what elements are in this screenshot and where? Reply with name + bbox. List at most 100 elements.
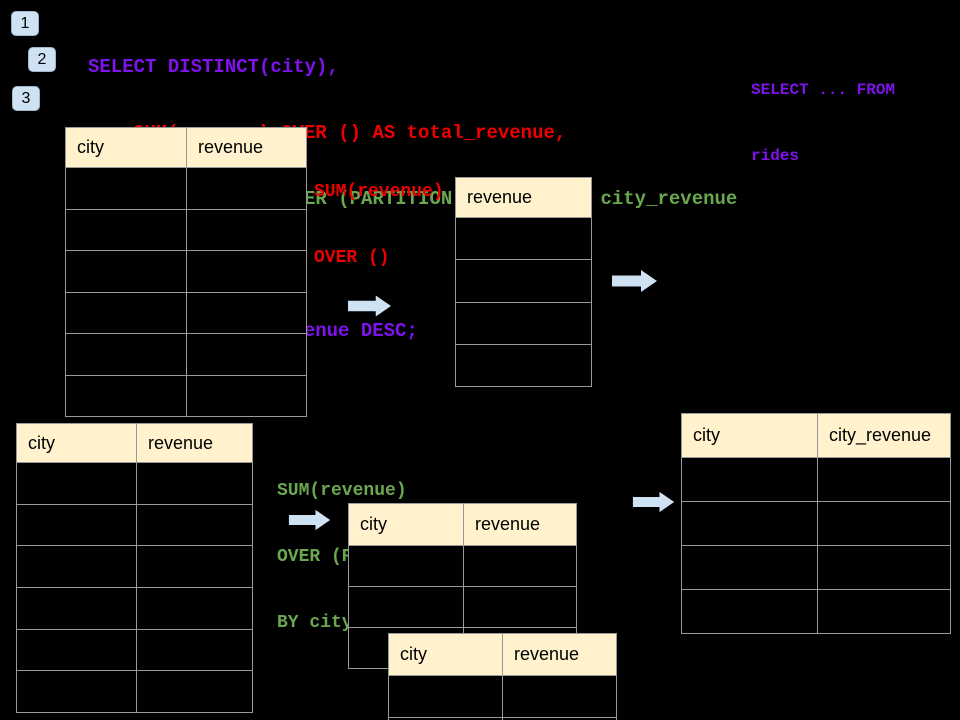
table-row	[17, 463, 253, 505]
flow-arrow-total-icon	[348, 294, 392, 318]
table-cell	[456, 302, 592, 345]
table-cell	[456, 260, 592, 303]
table-cell	[187, 168, 307, 210]
total-annotation-line-1: SUM(revenue)	[314, 182, 444, 202]
column-header-city: city	[682, 414, 818, 458]
table-cell	[137, 504, 253, 547]
table-cell	[66, 292, 187, 334]
table-cell	[503, 717, 617, 720]
table-cell	[456, 344, 592, 387]
table-row	[17, 671, 253, 714]
table-row	[17, 504, 253, 547]
table-cell	[137, 629, 253, 672]
table-header-row: city revenue	[17, 424, 253, 463]
table-cell	[66, 168, 187, 210]
table-cell	[682, 590, 818, 634]
table-cell	[682, 458, 818, 502]
table-cell	[389, 676, 503, 718]
total-revenue-annotation: SUM(revenue) OVER ()	[314, 137, 444, 313]
table-header-row: city revenue	[66, 128, 307, 168]
total-annotation-line-2: OVER ()	[314, 248, 390, 268]
table-cell	[349, 587, 464, 628]
table-header-row: city revenue	[349, 504, 577, 546]
table-row	[456, 344, 592, 387]
table-cell	[137, 546, 253, 589]
table-body	[66, 168, 307, 417]
step-badge-1: 1	[11, 11, 39, 36]
step-badge-3: 3	[12, 86, 40, 111]
table-row	[682, 458, 951, 502]
table-cell	[17, 629, 137, 672]
table-cell	[187, 209, 307, 251]
table-cell	[17, 671, 137, 714]
table-cell	[66, 334, 187, 376]
flow-arrow-partition-result-icon	[632, 491, 676, 513]
table-source-bottom: city revenue	[16, 423, 253, 714]
table-cell	[682, 502, 818, 546]
partition-annotation-line-1: SUM(revenue)	[277, 481, 407, 501]
table-body	[17, 463, 253, 714]
table-cell	[456, 218, 592, 261]
table-cell	[17, 504, 137, 547]
table-cell	[187, 251, 307, 293]
column-header-city: city	[389, 634, 503, 676]
table-total-result: revenue	[455, 177, 592, 387]
table-cell	[464, 587, 577, 628]
table-cell	[137, 671, 253, 714]
column-header-revenue: revenue	[137, 424, 253, 463]
table-cell	[137, 588, 253, 630]
table-header-row: city city_revenue	[682, 414, 951, 458]
table-row	[66, 168, 307, 210]
table-row	[456, 218, 592, 261]
table-row	[17, 629, 253, 672]
table-cell	[389, 717, 503, 720]
table-row	[17, 588, 253, 630]
table-cell	[818, 546, 951, 590]
flow-arrow-total-result-icon	[612, 269, 658, 293]
table-row	[17, 546, 253, 589]
table-row	[349, 587, 577, 628]
table-cell	[187, 292, 307, 334]
table-cell	[17, 463, 137, 505]
table-body	[389, 676, 617, 720]
table-source-top: city revenue	[65, 127, 307, 417]
table-body	[456, 218, 592, 387]
table-header-row: city revenue	[389, 634, 617, 676]
flow-arrow-partition-icon	[287, 509, 333, 531]
table-row	[66, 209, 307, 251]
table-row	[349, 546, 577, 587]
table-row	[389, 676, 617, 718]
table-cell	[464, 546, 577, 587]
table-cell	[137, 463, 253, 505]
table-cell	[66, 375, 187, 417]
column-header-revenue: revenue	[456, 178, 592, 218]
table-row	[66, 292, 307, 334]
table-row	[66, 334, 307, 376]
table-row	[66, 251, 307, 293]
column-header-revenue: revenue	[187, 128, 307, 168]
table-cell	[66, 251, 187, 293]
column-header-city: city	[349, 504, 464, 546]
table-cell	[503, 676, 617, 718]
table-row	[456, 260, 592, 303]
table-row	[66, 375, 307, 417]
side-note-line-2: rides	[751, 147, 800, 165]
table-row	[389, 717, 617, 720]
table-cell	[17, 588, 137, 630]
step-badge-2: 2	[28, 47, 56, 72]
side-note: SELECT ... FROM rides	[751, 35, 895, 211]
table-row	[682, 590, 951, 634]
table-cell	[187, 375, 307, 417]
column-header-city: city	[66, 128, 187, 168]
table-cell	[682, 546, 818, 590]
table-cell	[818, 458, 951, 502]
table-partition-front: city revenue	[388, 633, 617, 720]
table-header-row: revenue	[456, 178, 592, 218]
table-cell	[66, 209, 187, 251]
table-cell	[818, 502, 951, 546]
table-cell	[349, 546, 464, 587]
table-row	[682, 546, 951, 590]
table-cell	[17, 546, 137, 589]
table-city-revenue-result: city city_revenue	[681, 413, 951, 634]
